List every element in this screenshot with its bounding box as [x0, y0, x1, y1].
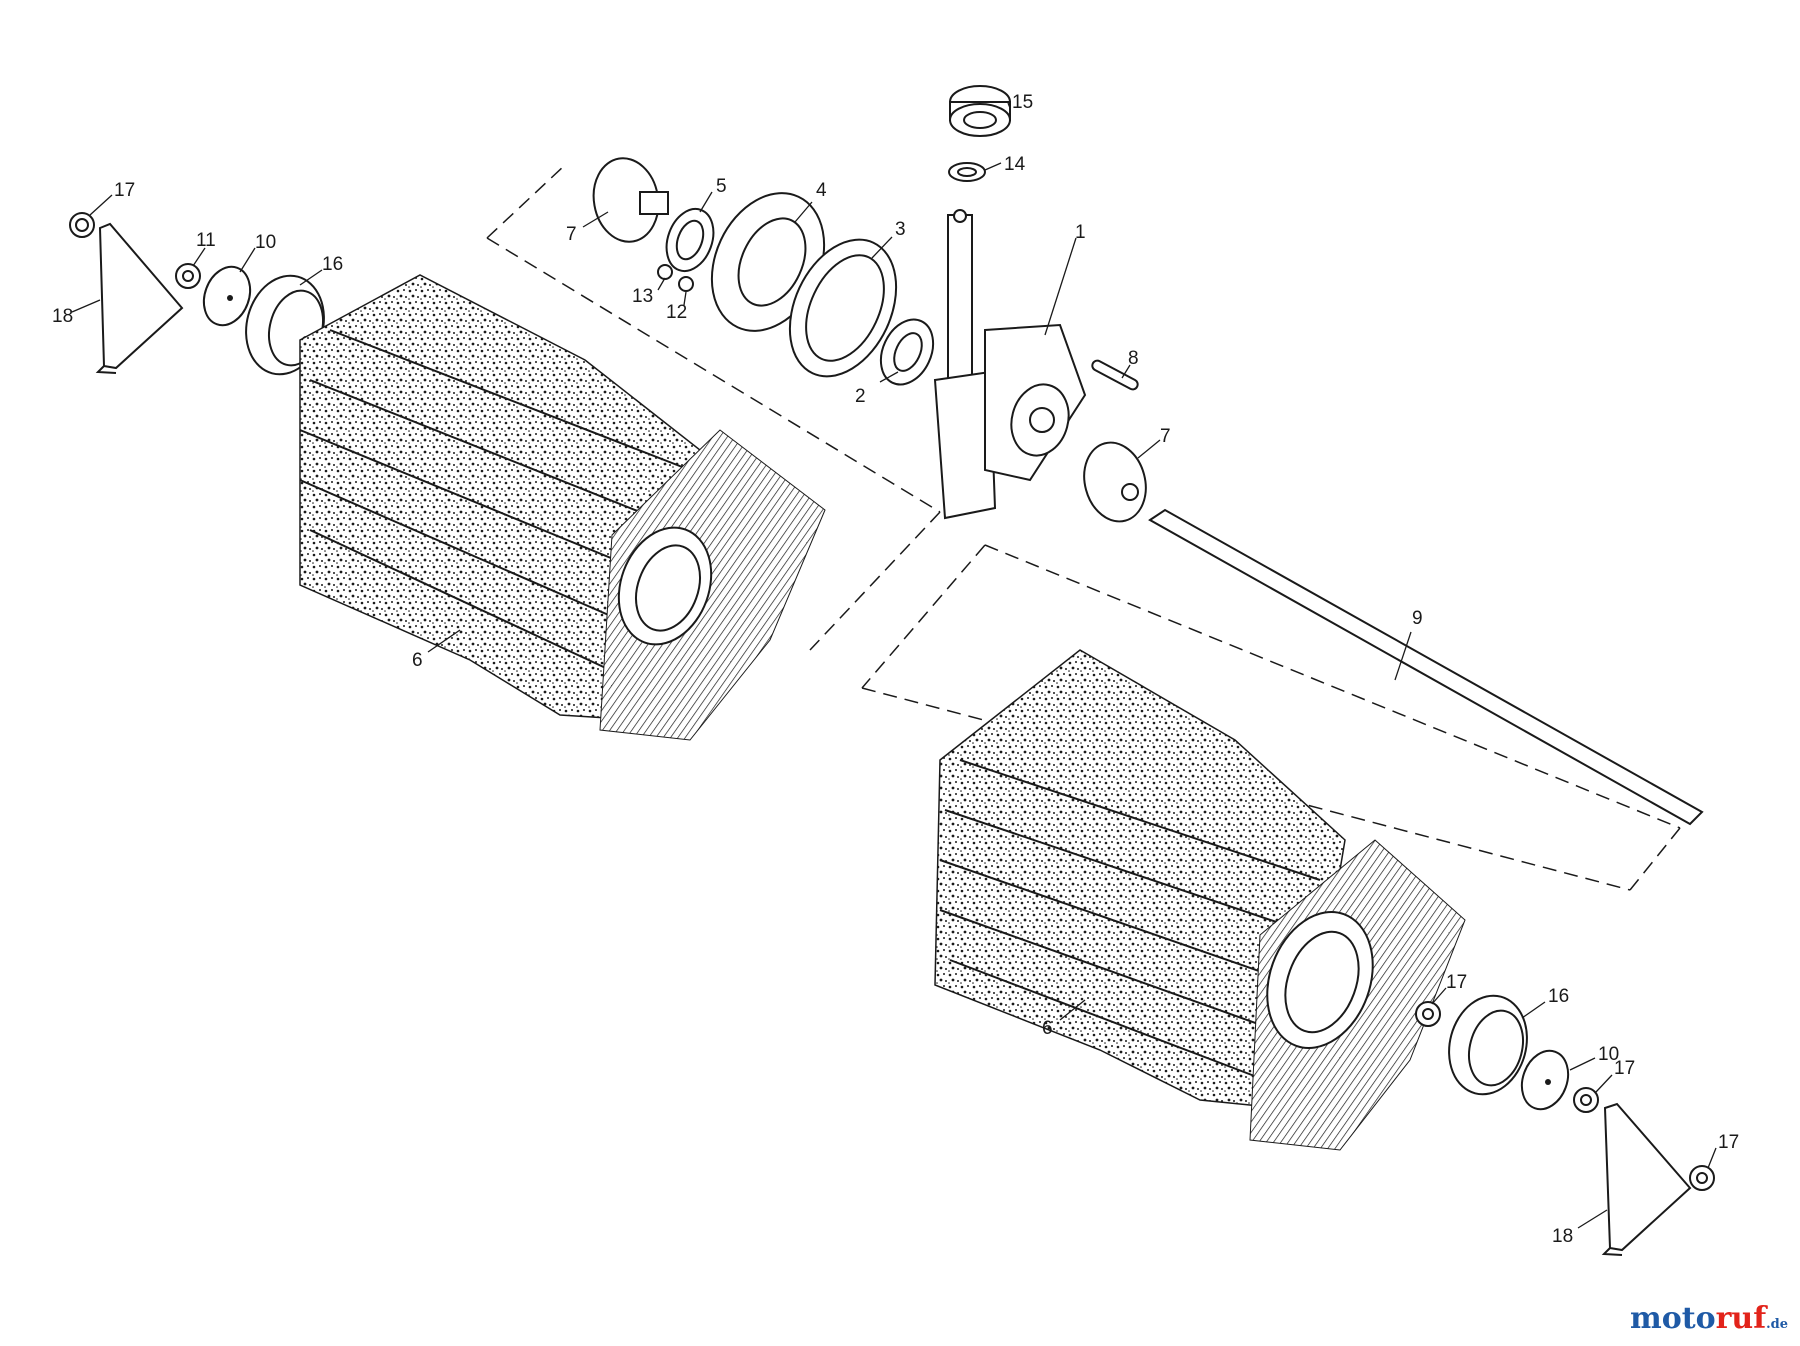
seal-14	[948, 162, 986, 182]
callout-5: 5	[716, 176, 727, 197]
bracket-plate-left	[95, 222, 184, 374]
callout-17-right-b: 17	[1614, 1058, 1635, 1079]
nut-17-right-b	[1573, 1087, 1599, 1113]
callout-18-right: 18	[1552, 1226, 1573, 1247]
drive-shaft-9	[1148, 508, 1704, 826]
callout-15: 15	[1012, 92, 1033, 113]
callout-16-right: 16	[1548, 986, 1569, 1007]
washer-10-left	[202, 265, 252, 327]
callout-17-right-c: 17	[1718, 1132, 1739, 1153]
callout-12: 12	[666, 302, 687, 323]
callout-2: 2	[855, 386, 866, 407]
callout-13: 13	[632, 286, 653, 307]
watermark-part-2: ruf	[1715, 1301, 1767, 1336]
key-8	[1091, 359, 1139, 391]
nut-17-right-c	[1689, 1165, 1715, 1191]
callout-10-right: 10	[1598, 1044, 1619, 1065]
bearing-2	[879, 318, 935, 386]
flange-16-right	[1448, 994, 1528, 1096]
callout-18-left: 18	[52, 306, 73, 327]
callout-17-right-a: 17	[1446, 972, 1467, 993]
callout-10-left: 10	[255, 232, 276, 253]
callout-8: 8	[1128, 348, 1139, 369]
callout-4: 4	[816, 180, 827, 201]
seal-5	[665, 208, 715, 272]
callout-1: 1	[1075, 222, 1086, 243]
bolt-12	[678, 276, 694, 292]
callout-6-right: 6	[1042, 1018, 1053, 1039]
bracket-plate-right	[1601, 1102, 1692, 1256]
nut-11	[175, 263, 201, 289]
hub-7-upper	[592, 157, 669, 243]
watermark-logo: motoruf.de	[1630, 1301, 1788, 1336]
bearing-15	[949, 85, 1011, 137]
callout-3: 3	[895, 219, 906, 240]
leader-lines	[71, 102, 1717, 1229]
callout-17-left: 17	[114, 180, 135, 201]
callout-7-upper: 7	[566, 224, 577, 245]
brush-roller-left	[299, 274, 826, 741]
callout-labels: 17 18 11 10 16 7 5 4 3 13 12 2 1 15 14 8…	[52, 92, 1739, 1247]
callout-16-left: 16	[322, 254, 343, 275]
callout-14: 14	[1004, 154, 1026, 175]
washer-10-right	[1520, 1049, 1570, 1111]
watermark-part-1: moto	[1629, 1301, 1716, 1336]
callout-11: 11	[196, 230, 216, 251]
bolt-13	[657, 264, 673, 280]
gasket-3	[788, 238, 898, 378]
gearbox-1	[933, 209, 1087, 520]
brush-roller-right	[934, 649, 1466, 1151]
callout-9: 9	[1412, 608, 1423, 629]
callout-6-left: 6	[412, 650, 423, 671]
nut-17-left	[69, 212, 95, 238]
nut-17-right-a	[1415, 1001, 1441, 1027]
hub-7-lower	[1083, 441, 1147, 523]
watermark-part-3: .de	[1766, 1317, 1788, 1332]
callout-7-lower: 7	[1160, 426, 1171, 447]
